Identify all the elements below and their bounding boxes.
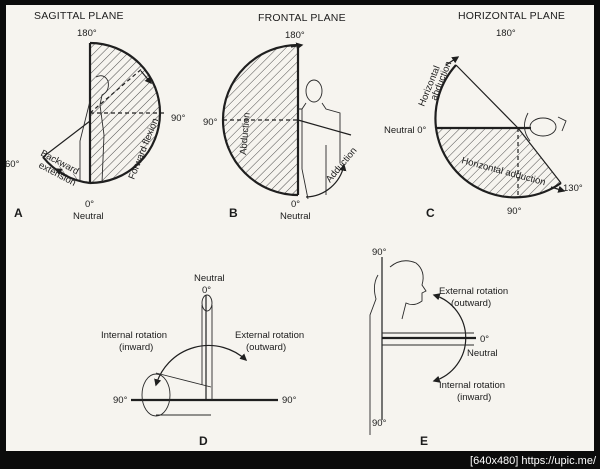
panel-e-torso: [369, 274, 379, 435]
panel-c-abduction-line: [455, 64, 519, 129]
panel-a-label-60: 60°: [6, 159, 20, 170]
panel-d-internal-2: (inward): [119, 342, 153, 353]
panel-b-label-90: 90°: [203, 117, 218, 128]
panel-a-back-arc: [42, 156, 91, 185]
panel-e-external-1: External rotation: [439, 286, 508, 297]
panel-c-arc-bottom: [434, 127, 562, 199]
panel-d-rotation-arc: [154, 344, 248, 387]
panel-a-label-180: 180°: [77, 28, 97, 39]
panel-a-sagittal: SAGITTAL PLANE 180° 90° 60° 0° Neutral: [6, 10, 186, 222]
panel-e-internal-1: Internal rotation: [439, 380, 505, 391]
panel-c-label-neutral: Neutral 0°: [384, 125, 427, 136]
panel-c-arrow-top: [445, 56, 460, 66]
panel-a-title: SAGITTAL PLANE: [34, 10, 124, 22]
panel-a-tag: A: [14, 206, 23, 220]
panel-b-arm-line: [297, 119, 352, 136]
panel-b-arrow-top: [290, 42, 304, 50]
diagram-panel: SAGITTAL PLANE 180° 90° 60° 0° Neutral: [6, 5, 594, 451]
panel-b-title: FRONTAL PLANE: [258, 12, 346, 24]
panel-b-label-0: 0°: [291, 199, 300, 210]
panel-e-label-neutral: Neutral: [467, 348, 498, 359]
panel-a-label-0: 0°: [85, 199, 94, 210]
panel-c-label-130: 130°: [563, 183, 583, 194]
panel-b-zone-abd: Abduction: [238, 112, 253, 155]
panel-d-label-0: 0°: [202, 285, 211, 296]
panel-b-adduction-arrow: [305, 163, 347, 198]
panel-d-tag: D: [199, 434, 208, 448]
panel-b-label-180: 180°: [285, 30, 305, 41]
panel-d-hand: [201, 294, 213, 312]
panel-c-arc-top: [434, 64, 457, 129]
panel-b-zone-add: Adduction: [324, 145, 360, 184]
panel-e-label-90-top: 90°: [372, 247, 387, 258]
watermark-text: [640x480] https://upic.me/: [470, 455, 596, 467]
panel-d-internal-1: Internal rotation: [101, 330, 167, 341]
panel-a-diag-line: [89, 66, 145, 114]
panel-c-title: HORIZONTAL PLANE: [458, 10, 565, 22]
panel-c-130-line: [517, 127, 562, 184]
panel-c-figure: [524, 112, 567, 142]
panel-c-label-90: 90°: [507, 206, 522, 217]
panel-c-tag: C: [426, 206, 435, 220]
panel-b-figure-head: [305, 79, 323, 103]
panel-e-head: [389, 260, 427, 320]
panel-d-external-2: (outward): [246, 342, 286, 353]
panel-e-label-0: 0°: [480, 334, 489, 345]
panel-c-figure-head: [529, 117, 557, 137]
panel-a-arrow-up: [140, 70, 152, 85]
panel-e-label-90-bottom: 90°: [372, 418, 387, 429]
panel-d-label-90-left: 90°: [113, 395, 128, 406]
panel-d-elbow: [141, 373, 171, 417]
panel-a-figure: [79, 75, 109, 184]
panel-a-label-neutral: Neutral: [73, 211, 104, 222]
panel-e-rotation: 90° 90° External rotation (outward) Inte…: [369, 247, 508, 448]
panel-b-label-neutral: Neutral: [280, 211, 311, 222]
panel-e-external-2: (outward): [451, 298, 491, 309]
panel-d-upper-arm: [155, 372, 212, 416]
panel-d-external-1: External rotation: [235, 330, 304, 341]
panel-a-60-line: [42, 120, 91, 158]
panel-a-label-90: 90°: [171, 113, 186, 124]
panel-e-rotation-arc: [432, 293, 467, 383]
panel-b-figure: [298, 102, 341, 200]
panel-b-tag: B: [229, 206, 238, 220]
panel-b-frontal: FRONTAL PLANE 180° 90° 0° Neutral Abduct…: [203, 12, 359, 222]
panel-e-internal-2: (inward): [457, 392, 491, 403]
panel-a-arrow-back: [54, 168, 70, 178]
panel-a-backward-zone: [43, 157, 90, 183]
panel-c-horizontal: HORIZONTAL PLANE 180° Neutral 0° 130° 90…: [384, 10, 583, 220]
panel-e-tag: E: [420, 434, 428, 448]
panel-c-label-180: 180°: [496, 28, 516, 39]
panel-d-forearm: [201, 305, 213, 400]
panel-d-label-90-right: 90°: [282, 395, 297, 406]
shoulder-motion-diagram: SAGITTAL PLANE 180° 90° 60° 0° Neutral: [6, 10, 583, 448]
panel-c-arrow-right: [550, 185, 566, 193]
panel-d-rotation: Neutral 0° Internal rotation (inward) Ex…: [101, 273, 304, 448]
panel-d-label-neutral: Neutral: [194, 273, 225, 284]
panel-e-arm: [382, 332, 474, 346]
